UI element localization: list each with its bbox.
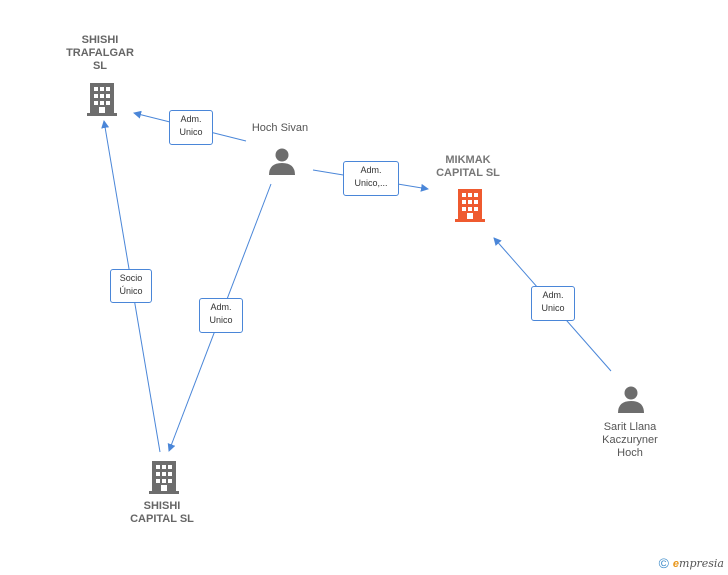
copyright-icon: © xyxy=(658,555,669,571)
building-icon[interactable] xyxy=(455,189,485,222)
footer-brand: © empresia xyxy=(659,555,724,571)
building-icon[interactable] xyxy=(149,461,179,494)
node-label-mikmak[interactable]: MIKMAK CAPITAL SL xyxy=(436,154,500,179)
node-label-sarit[interactable]: Sarit Llana Kaczuryner Hoch xyxy=(602,421,658,459)
brand-logo: empresia xyxy=(672,556,724,570)
building-icon[interactable] xyxy=(87,83,117,116)
person-icon[interactable] xyxy=(269,148,295,176)
person-icon[interactable] xyxy=(618,386,644,414)
edge-label-adm-unico[interactable]: Adm. Unico xyxy=(531,286,575,321)
edge-label-socio-unico[interactable]: Socio Único xyxy=(110,269,152,303)
node-label-shishi-trafalgar[interactable]: SHISHI TRAFALGAR SL xyxy=(66,34,134,72)
edge-label-adm-unico[interactable]: Adm. Unico xyxy=(199,298,243,333)
edge-label-adm-unico[interactable]: Adm. Unico xyxy=(169,110,213,145)
node-label-hoch-sivan[interactable]: Hoch Sivan xyxy=(251,122,309,134)
edge-label-adm-unico-more[interactable]: Adm. Unico,... xyxy=(343,161,399,196)
node-label-shishi-capital[interactable]: SHISHI CAPITAL SL xyxy=(130,500,194,525)
